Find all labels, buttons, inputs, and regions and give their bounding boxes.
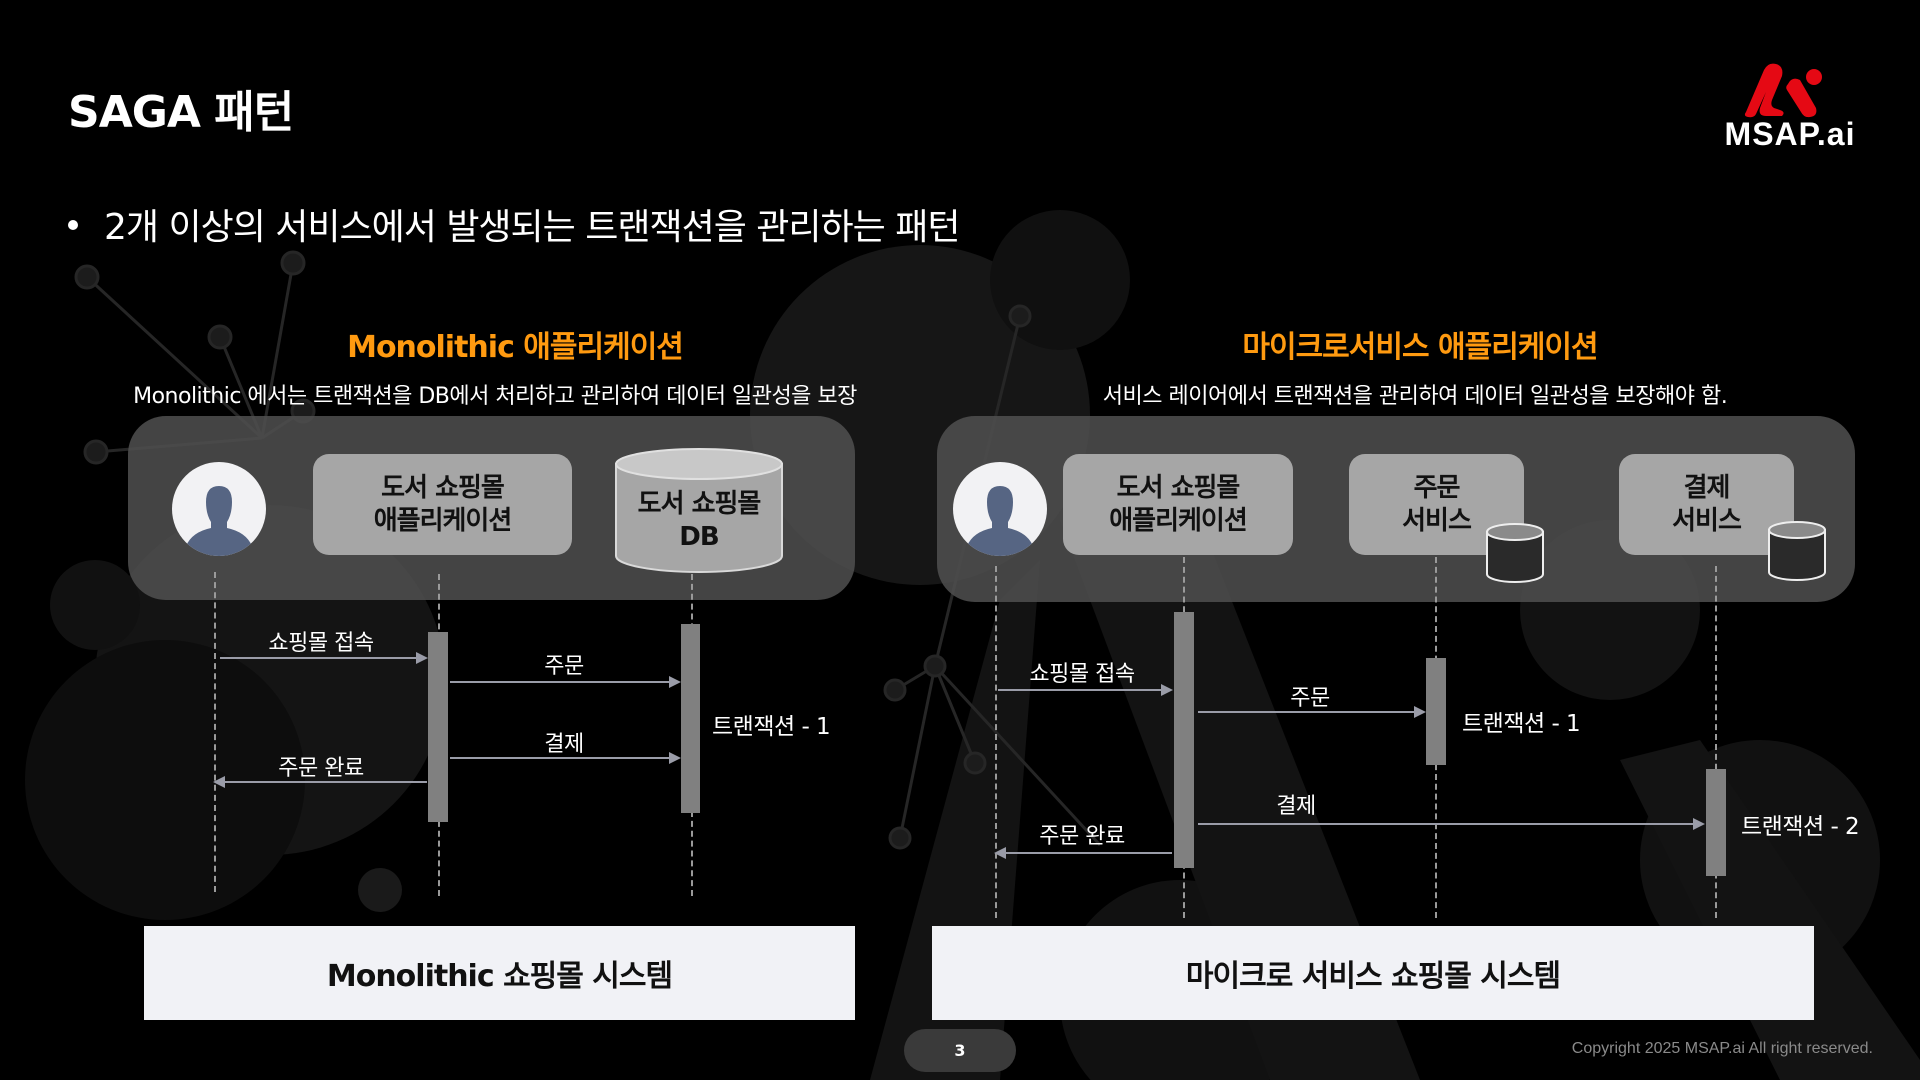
microservice-system-label: 마이크로 서비스 쇼핑몰 시스템 — [932, 926, 1814, 1020]
database-icon — [615, 448, 783, 573]
msg-label-order: 주문 — [544, 654, 584, 679]
bullet-dot-icon — [68, 220, 78, 230]
copyright-text: Copyright 2025 MSAP.ai All right reserve… — [1571, 1040, 1873, 1057]
payment-db-icon — [1768, 521, 1826, 581]
transaction-1-label: 트랜잭션 - 1 — [1462, 711, 1581, 737]
bookstore-db-cylinder: 도서 쇼핑몰 DB — [615, 448, 783, 574]
transaction-2-label: 트랜잭션 - 2 — [1741, 814, 1860, 840]
activation-bar-payment-service — [1706, 769, 1726, 876]
payment-service-label-line2: 서비스 — [1672, 505, 1742, 536]
activation-bar-order-service — [1426, 658, 1446, 765]
msg-label-payment: 결제 — [544, 732, 584, 757]
msap-logo: MSAP.ai — [1700, 60, 1880, 155]
msg-label-complete: 주문 완료 — [1039, 824, 1125, 849]
msg-label-access: 쇼핑몰 접속 — [268, 631, 374, 656]
microservice-title: 마이크로서비스 애플리케이션 — [1242, 330, 1598, 365]
activation-bar-db — [681, 624, 700, 813]
order-service-label-line2: 서비스 — [1402, 505, 1472, 536]
app-label-line2: 애플리케이션 — [1109, 505, 1248, 536]
app-label-line1: 도서 쇼핑몰 — [381, 473, 505, 503]
db-label-line1: 도서 쇼핑몰 — [637, 489, 762, 519]
order-db-icon — [1486, 523, 1544, 583]
lifeline-payment-service — [1715, 566, 1717, 918]
user-avatar-icon — [953, 462, 1047, 556]
monolithic-system-label: Monolithic 쇼핑몰 시스템 — [144, 926, 855, 1020]
app-label-line2: 애플리케이션 — [373, 505, 513, 536]
bullet-text: 2개 이상의 서비스에서 발생되는 트랜잭션을 관리하는 패턴 — [104, 207, 960, 248]
app-label-line1: 도서 쇼핑몰 — [1116, 473, 1241, 503]
order-service-label-line1: 주문 — [1413, 473, 1461, 503]
monolithic-title: Monolithic 애플리케이션 — [347, 330, 684, 365]
bullet-point: 2개 이상의 서비스에서 발생되는 트랜잭션을 관리하는 패턴 — [68, 198, 960, 250]
arrow-access — [998, 684, 1173, 696]
lifeline-user — [214, 572, 216, 892]
msg-label-order: 주문 — [1290, 686, 1330, 711]
arrow-access — [220, 652, 428, 664]
arrow-payment — [1198, 818, 1705, 830]
msap-logo-mark-icon — [1744, 63, 1822, 118]
microservice-description: 서비스 레이어에서 트랜잭션을 관리하여 데이터 일관성을 보장해야 함. — [1102, 384, 1728, 409]
arrow-complete — [994, 847, 1172, 859]
msg-label-payment: 결제 — [1276, 794, 1316, 819]
lifeline-user — [995, 566, 997, 918]
activation-bar-app — [428, 632, 448, 822]
transaction-1-label: 트랜잭션 - 1 — [712, 714, 831, 740]
arrow-complete — [213, 776, 427, 788]
monolithic-description: Monolithic 에서는 트랜잭션을 DB에서 처리하고 관리하여 데이터 … — [133, 384, 857, 409]
logo-text: MSAP.ai — [1724, 116, 1856, 152]
activation-bar-app — [1174, 612, 1194, 868]
payment-service-label-line1: 결제 — [1683, 473, 1731, 503]
arrow-order — [450, 676, 681, 688]
msg-label-access: 쇼핑몰 접속 — [1029, 662, 1135, 687]
arrow-payment — [450, 752, 681, 764]
msg-label-complete: 주문 완료 — [278, 756, 364, 781]
user-avatar-icon — [172, 462, 266, 556]
arrow-order — [1198, 706, 1426, 718]
page-number: 3 — [904, 1029, 1016, 1072]
db-label-line2: DB — [679, 521, 719, 552]
page-title: SAGA 패턴 — [68, 87, 294, 138]
